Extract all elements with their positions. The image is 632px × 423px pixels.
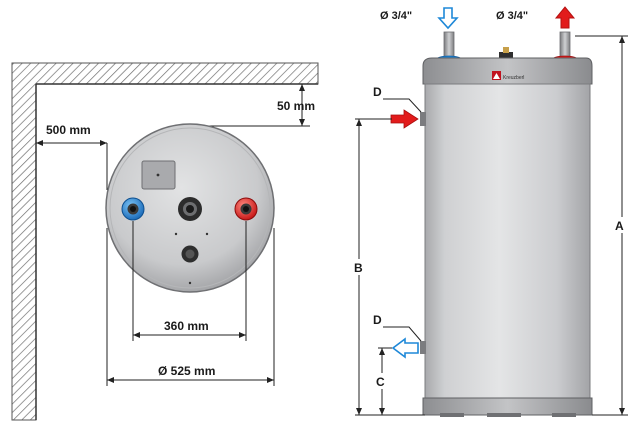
side-view: Ø 3/4" Ø 3/4" [352, 6, 629, 417]
brand-badge: Kreuzberl [492, 71, 524, 81]
tank-base [422, 397, 593, 416]
upper-connection-label: D [373, 85, 382, 99]
connection-distance-dimension: B [352, 118, 425, 416]
ceiling-offset-label: 50 mm [277, 99, 315, 113]
cold-water-in-arrow [437, 7, 459, 30]
brand-badge-text: Kreuzberl [503, 75, 524, 81]
ceiling-offset-dimension: 50 mm [190, 84, 315, 127]
wall-offset-label: 500 mm [46, 123, 91, 137]
lower-connection-arrow [391, 337, 419, 359]
diameter-label: Ø 525 mm [158, 364, 215, 378]
bottom-connection-height-label: C [376, 375, 385, 389]
top-anode-fitting [499, 47, 513, 62]
cold-inlet-connection [121, 197, 145, 221]
connection-spacing-dimension: 360 mm [132, 221, 247, 341]
diameter-dimension: Ø 525 mm [106, 228, 275, 386]
hot-water-out-arrow [554, 6, 576, 29]
center-anode-connection [178, 197, 202, 221]
bottom-connection-height-dimension: C [374, 347, 392, 415]
upper-side-connection [420, 112, 426, 126]
tank-body [424, 83, 591, 399]
connection-distance-label: B [354, 261, 363, 275]
top-view: 50 mm 500 mm [11, 62, 319, 421]
tank-top-disc [105, 123, 275, 293]
sensor-pocket [181, 245, 199, 263]
outlet-pipe-label: Ø 3/4" [496, 10, 528, 22]
hot-outlet-connection [234, 197, 258, 221]
connection-spacing-label: 360 mm [164, 319, 209, 333]
tank-top-cap [422, 57, 593, 85]
tank-feet [440, 413, 576, 417]
inlet-pipe-label: Ø 3/4" [380, 10, 412, 22]
wall-offset-dimension: 500 mm [36, 123, 108, 190]
overall-height-dimension: A [575, 35, 629, 416]
lower-side-connection [420, 341, 426, 354]
upper-connection-arrow [390, 109, 419, 129]
lower-connection-label: D [373, 313, 382, 327]
overall-height-label: A [615, 219, 624, 233]
